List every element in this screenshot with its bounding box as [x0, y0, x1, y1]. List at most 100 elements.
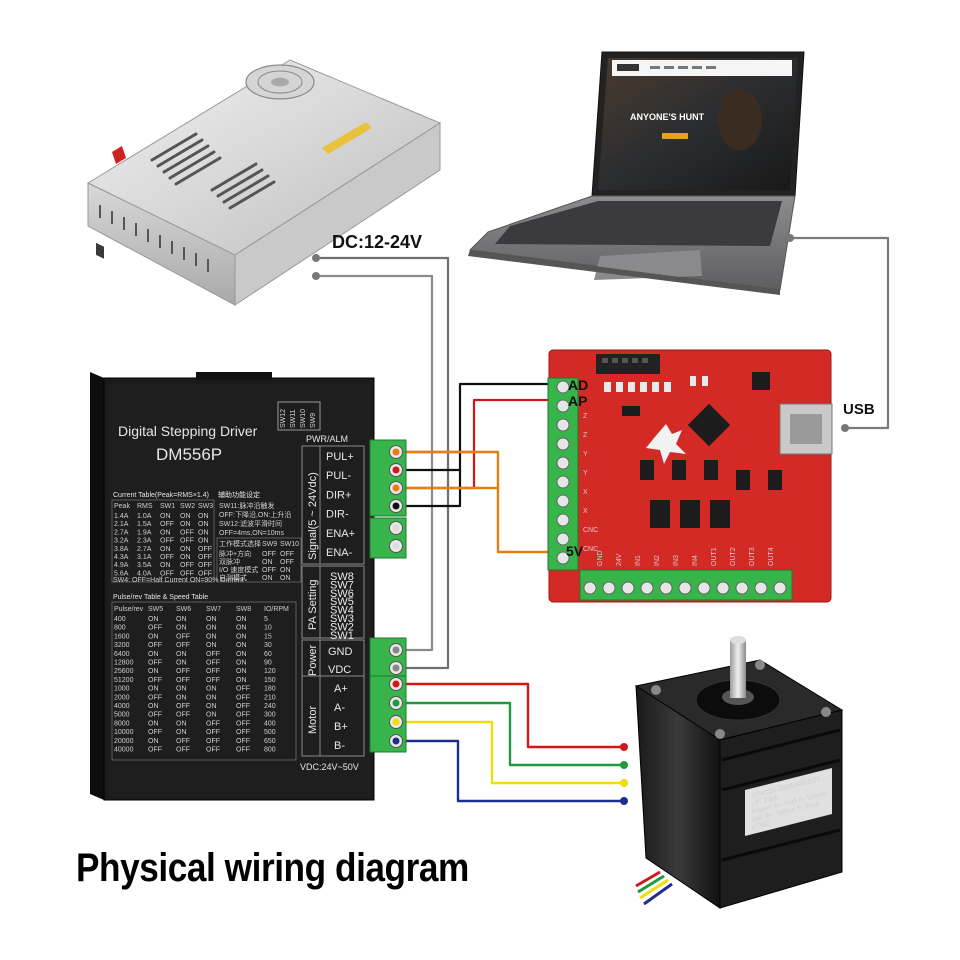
motor-leads — [635, 870, 673, 906]
pulse-table-title: Pulse/rev Table & Speed Table — [113, 594, 208, 601]
current-table-frame — [111, 499, 215, 583]
current-table-cell: OFF — [180, 562, 194, 569]
psu-terminal-1 — [312, 254, 320, 262]
pwr-alm-label: PWR/ALM — [306, 434, 348, 444]
pulse-table-header: SW6 — [176, 606, 191, 613]
pulse-table-cell: OFF — [236, 729, 250, 736]
pulse-table-cell: ON — [176, 694, 187, 701]
pulse-table-header: SW5 — [148, 606, 163, 613]
pulse-table-cell: ON — [206, 712, 217, 719]
mode-table-header: SW10 — [280, 541, 299, 548]
pulse-table-header: Pulse/rev — [114, 606, 144, 613]
pulse-table-frame — [111, 601, 297, 761]
wire-motor-b-minus — [400, 739, 624, 803]
signal-pin-label: DIR- — [326, 509, 349, 521]
pulse-table-cell: ON — [148, 616, 159, 623]
pulse-table-cell: OFF — [206, 660, 220, 667]
wire-motor-a-plus — [400, 682, 624, 749]
pulse-table-cell: OFF — [148, 660, 162, 667]
current-table-cell: OFF — [198, 554, 212, 561]
current-table-cell: ON — [160, 562, 171, 569]
motor-pin-label: A- — [334, 702, 345, 714]
pulse-table-cell: 210 — [264, 694, 276, 701]
diagram-title: Physical wiring diagram — [76, 846, 469, 890]
vdc-range-label: VDC:24V~50V — [300, 762, 359, 772]
pulse-table-cell: 5 — [264, 616, 268, 623]
current-table-cell: 3.1A — [137, 554, 152, 561]
pulse-table-cell: ON — [206, 694, 217, 701]
signal-group-label: Signal(5 ~ 24Vdc) — [307, 472, 319, 560]
current-table-cell: 2.7A — [137, 546, 152, 553]
motor-group-label: Motor — [307, 706, 319, 734]
ad-label: AD — [568, 377, 588, 393]
aux-line: OFF:下降沿,ON:上升沿 — [219, 510, 291, 519]
board-left-pin-label: Z — [583, 413, 588, 420]
pulse-table-cell: OFF — [176, 712, 190, 719]
motor-shaft — [730, 640, 746, 698]
pulse-table-cell: 3200 — [114, 642, 130, 649]
pulse-table-cell: OFF — [148, 712, 162, 719]
signal-pin-label: ENA- — [326, 547, 353, 559]
current-table-cell: 3.5A — [137, 562, 152, 569]
pa-switch-label: SW3 — [330, 613, 354, 625]
top-switch-label: SW11 — [290, 409, 297, 428]
pulse-table-cell: 500 — [264, 729, 276, 736]
power-supply-illustration — [86, 59, 442, 306]
pulse-table-cell: 800 — [264, 747, 276, 754]
pulse-table-cell: OFF — [206, 651, 220, 658]
current-table-cell: OFF — [160, 521, 174, 528]
psu-terminal-2 — [312, 272, 320, 280]
motor-label-line: HTNC — [751, 820, 772, 831]
wire-motor-a-minus — [400, 701, 624, 767]
terminal-screw-wire — [392, 524, 400, 532]
board-bottom-screw — [621, 581, 635, 595]
board-bottom-screw — [716, 581, 730, 595]
current-table-header: RMS — [137, 503, 153, 510]
pulse-table-cell: ON — [176, 651, 187, 658]
mode-table-cell: 双脉冲 — [219, 557, 240, 566]
pulse-table-cell: OFF — [206, 677, 220, 684]
board-bottom-pin-label: OUT1 — [711, 547, 718, 566]
terminal-screw-wire — [392, 466, 400, 474]
current-table-cell: ON — [180, 554, 191, 561]
current-table-cell: 1.5A — [137, 521, 152, 528]
motor-label-plate — [745, 768, 832, 836]
pulse-table-cell: OFF — [176, 642, 190, 649]
board-bottom-screw — [602, 581, 616, 595]
mode-table-cell: ON — [280, 567, 291, 574]
mode-table-cell: OFF — [280, 559, 294, 566]
current-table-cell: OFF — [160, 554, 174, 561]
terminal-screw-wire — [392, 448, 400, 456]
current-table-cell: 1.4A — [114, 513, 129, 520]
wire-motor-b-plus — [400, 720, 624, 785]
pulse-table-cell: 30 — [264, 642, 272, 649]
current-table-cell: 2.1A — [114, 521, 129, 528]
mode-table-cell: 自测模式 — [219, 573, 247, 582]
pulse-table-cell: ON — [236, 668, 247, 675]
pulse-table-cell: OFF — [206, 747, 220, 754]
terminal-screw-wire — [392, 664, 400, 672]
mode-table-cell: OFF — [262, 551, 276, 558]
pulse-table-cell: OFF — [236, 720, 250, 727]
pulse-table-cell: ON — [206, 633, 217, 640]
laptop-headline: ANYONE'S HUNT — [630, 112, 705, 122]
pulse-table-cell: OFF — [148, 694, 162, 701]
pulse-table-cell: OFF — [176, 677, 190, 684]
ap-label: AP — [568, 393, 587, 409]
usb-board-end — [841, 424, 849, 432]
board-left-screw — [556, 551, 570, 565]
current-table-cell: ON — [198, 521, 209, 528]
pulse-table-cell: ON — [148, 668, 159, 675]
mode-table-cell: ON — [262, 559, 273, 566]
current-table-cell: OFF — [180, 529, 194, 536]
pulse-table-cell: OFF — [206, 720, 220, 727]
motor-pin-label: A+ — [334, 683, 348, 695]
board-left-screw — [556, 418, 570, 432]
current-table-cell: 1.9A — [137, 529, 152, 536]
terminal-screw-wire — [392, 484, 400, 492]
pulse-table-cell: ON — [236, 651, 247, 658]
